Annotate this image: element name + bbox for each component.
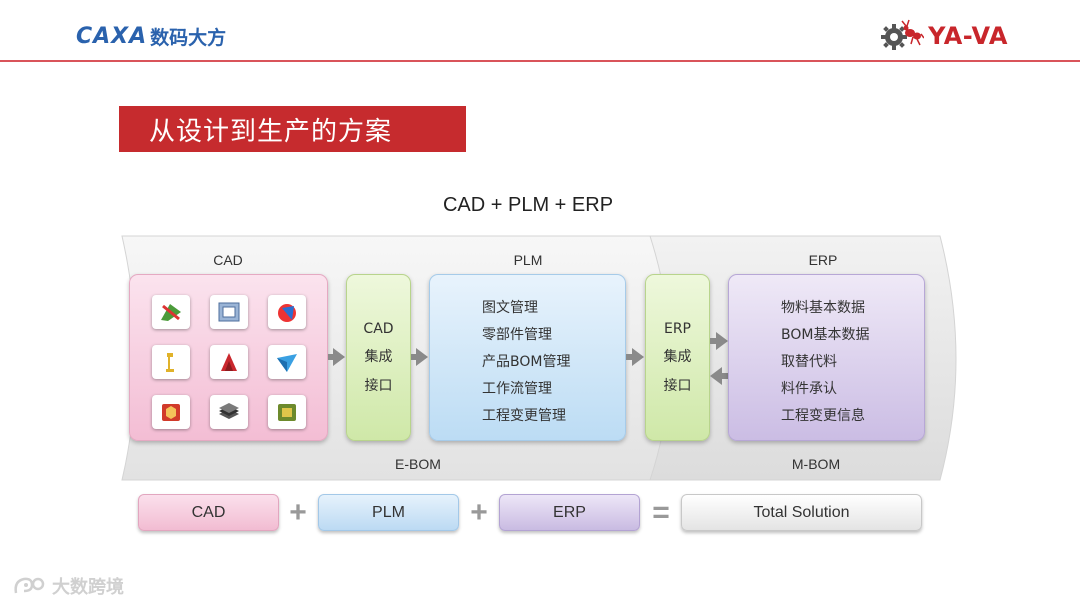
plm-item: 零部件管理 <box>482 327 552 343</box>
diagram-heading: CAD + PLM + ERP <box>442 194 614 216</box>
gear-ant-icon <box>881 19 925 50</box>
cad-integration-line-2: 集成 <box>364 348 393 365</box>
caxa-logo-text: CAXA <box>76 23 148 49</box>
arrow-right-icon <box>716 332 728 350</box>
equation-plm-box: PLM <box>318 494 459 531</box>
plm-item: 图文管理 <box>482 300 538 316</box>
watermark-text: 大数跨境 <box>52 577 124 598</box>
header-divider <box>0 60 1080 62</box>
plm-item: 产品BOM管理 <box>482 354 571 370</box>
arrow-stem <box>721 373 728 379</box>
cad-icon-grid <box>152 295 308 429</box>
erp-integration-line-3: 接口 <box>663 377 692 394</box>
arrow-right-icon <box>632 348 644 366</box>
erp-item: 物料基本数据 <box>781 300 865 316</box>
arrow-right-icon <box>333 348 345 366</box>
arrow-left-icon <box>710 367 722 385</box>
equation-erp-box: ERP <box>499 494 640 531</box>
erp-integration-panel: ERP 集成 接口 <box>645 274 710 441</box>
cad-stage-label: CAD <box>213 252 243 268</box>
cad-app-1-icon <box>152 295 190 329</box>
equals-icon: = <box>652 495 670 529</box>
erp-panel: 物料基本数据 BOM基本数据 取替代料 料件承认 工程变更信息 <box>728 274 925 441</box>
arrow-right-icon <box>416 348 428 366</box>
plm-panel: 图文管理 零部件管理 产品BOM管理 工作流管理 工程变更管理 <box>429 274 626 441</box>
cad-app-9-icon <box>268 395 306 429</box>
erp-item: 工程变更信息 <box>781 408 865 424</box>
title-banner: 从设计到生产的方案 <box>119 106 466 152</box>
arrow-stem <box>411 354 417 360</box>
cad-app-6-icon <box>268 345 306 379</box>
cad-app-4-icon <box>152 345 190 379</box>
cad-app-2-icon <box>210 295 248 329</box>
erp-item: 料件承认 <box>781 381 837 397</box>
mbom-label: M-BOM <box>791 456 841 472</box>
erp-integration-line-2: 集成 <box>663 348 692 365</box>
cad-panel <box>129 274 328 441</box>
cad-app-8-icon <box>210 395 248 429</box>
erp-item: BOM基本数据 <box>781 327 870 343</box>
arrow-stem <box>626 354 633 360</box>
erp-integration-line-1: ERP <box>663 320 691 337</box>
arrow-stem <box>710 338 717 344</box>
cad-app-5-icon <box>210 345 248 379</box>
plus-icon: + <box>289 495 307 529</box>
cad-app-3-icon <box>268 295 306 329</box>
plm-stage-label: PLM <box>513 252 543 268</box>
erp-stage-label: ERP <box>808 252 838 268</box>
yava-logo-text: YA-VA <box>928 22 1008 50</box>
cad-app-7-icon <box>152 395 190 429</box>
caxa-logo-cn-text: 数码大方 <box>150 26 227 49</box>
equation-total-box: Total Solution <box>681 494 922 531</box>
arrow-stem <box>328 354 334 360</box>
caxa-logo: CAXA 数码大方 <box>76 22 226 50</box>
equation-cad-box: CAD <box>138 494 279 531</box>
ebom-label: E-BOM <box>395 456 441 472</box>
watermark-logo-icon <box>14 577 45 594</box>
page-title: 从设计到生产的方案 <box>149 116 393 147</box>
cad-integration-panel: CAD 集成 接口 <box>346 274 411 441</box>
plm-item: 工作流管理 <box>482 381 552 397</box>
yava-logo: YA-VA <box>880 18 1008 54</box>
cad-integration-line-3: 接口 <box>364 377 393 394</box>
watermark: 大数跨境 <box>12 573 124 599</box>
erp-item: 取替代料 <box>781 354 837 370</box>
cad-integration-line-1: CAD <box>363 320 394 337</box>
plm-item: 工程变更管理 <box>482 408 566 424</box>
plus-icon: + <box>470 495 488 529</box>
